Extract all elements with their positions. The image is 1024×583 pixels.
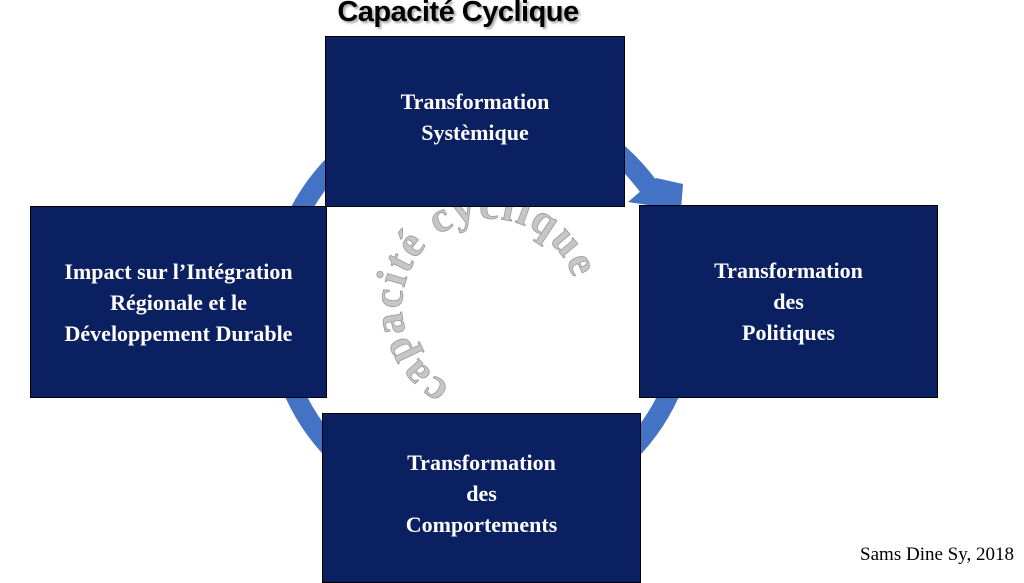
box-label: Transformation des Politiques xyxy=(714,258,863,345)
center-area xyxy=(327,207,639,413)
box-label: Transformation des Comportements xyxy=(405,449,558,537)
cycle-arrowhead-icon xyxy=(628,178,683,210)
diagram-title: Capacité Cyclique xyxy=(337,0,579,28)
box-systemic-transformation: Transformation Systèmique xyxy=(325,36,625,207)
author-credit: Sams Dine Sy, 2018 xyxy=(860,544,1014,565)
box-label: Impact sur l’Intégration Régionale et le… xyxy=(64,258,293,346)
box-behavior-transformation: Transformation des Comportements xyxy=(322,413,641,583)
box-regional-integration-impact: Impact sur l’Intégration Régionale et le… xyxy=(30,206,327,398)
box-policy-transformation: Transformation des Politiques xyxy=(639,205,938,398)
box-label: Transformation Systèmique xyxy=(400,88,550,145)
